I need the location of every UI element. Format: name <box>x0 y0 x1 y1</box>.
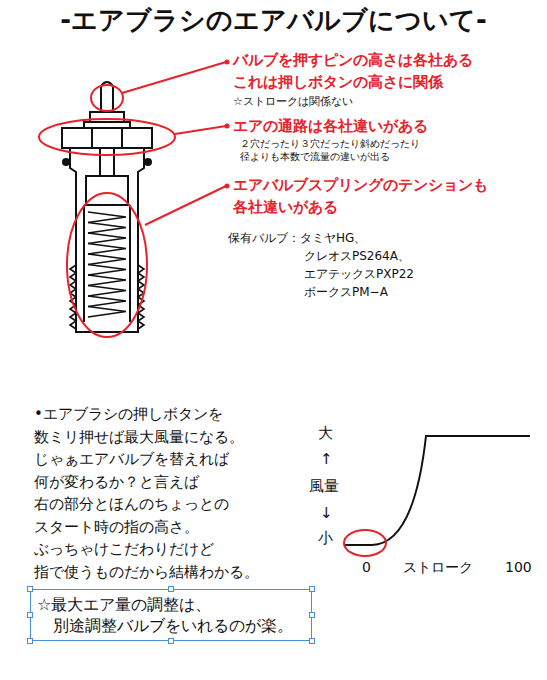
spring-coil <box>88 275 126 286</box>
valve-pin <box>101 82 113 112</box>
valve-list: ボークスPM−A <box>304 284 388 301</box>
selection-handle <box>309 586 315 592</box>
axis-label: ↓ <box>320 503 333 525</box>
spring-coil <box>88 244 126 255</box>
valve-list: 保有バルブ：タミヤHG、 <box>228 230 366 247</box>
spring-coil <box>88 286 126 297</box>
leader-dot <box>225 124 230 129</box>
selection-handle <box>309 638 315 644</box>
callout-marks <box>39 62 226 337</box>
spring-coil <box>88 307 126 318</box>
body-text: •エアブラシの押しボタンを 数ミリ押せば最大風量になる。 じゃぁエアバルブを替え… <box>34 403 271 583</box>
spring-coil <box>88 223 126 234</box>
selection-handle <box>309 612 315 618</box>
spring-coil <box>88 265 126 276</box>
air-passage <box>99 148 101 176</box>
selection-handle <box>27 612 33 618</box>
o-ring <box>144 158 152 166</box>
callout-ellipse <box>39 119 175 155</box>
note: ☆ストロークは関係ない <box>233 94 353 110</box>
neck <box>84 122 130 128</box>
note-box: ☆最大エア量の調整は、 別途調整バルブをいれるのが楽。 <box>30 589 312 641</box>
valve-list: エアテックスPXP22 <box>304 266 414 283</box>
axis-label: 小 <box>318 528 333 550</box>
selection-handle <box>168 586 174 592</box>
o-ring <box>62 158 70 166</box>
leader-line <box>175 126 226 134</box>
valve-list: クレオスPS264A、 <box>304 248 410 265</box>
callout-text: バルブを押すピンの高さは各社ある これは押しボタンの高さに関係 <box>233 49 482 93</box>
spring <box>88 212 126 317</box>
note: ２穴だったり３穴だったり斜めだったり 径よりも本数で流量の違いが出る <box>240 137 426 163</box>
callout-ellipse <box>91 85 123 111</box>
valve-housing <box>70 148 144 332</box>
air-passage <box>113 148 115 176</box>
axis-label: ↑ <box>320 449 333 471</box>
selection-handle <box>27 638 33 644</box>
leader-dots <box>225 60 230 189</box>
leader-line <box>145 186 226 225</box>
spring-coil <box>88 296 126 307</box>
spring-coil <box>88 212 126 223</box>
selection-handle <box>27 586 33 592</box>
axis-label: ストローク <box>403 557 473 577</box>
leader-dot <box>225 60 230 65</box>
title: -エアブラシのエアバルブについて- <box>0 4 547 38</box>
air-passage <box>121 128 123 148</box>
callout-text: エアの通路は各社違いがある <box>233 116 428 138</box>
flow-curve <box>345 436 530 545</box>
axis-tick: 0 <box>362 557 371 577</box>
air-passage <box>91 128 93 148</box>
spring-bore <box>129 205 131 322</box>
callout-text: エアバルブスプリングのテンションも 各社違いがある <box>233 174 497 218</box>
leader-line <box>122 62 226 93</box>
callout-ellipse <box>67 193 147 337</box>
axis-label: 大 <box>318 423 333 445</box>
valve-seat <box>86 176 128 205</box>
note-text: ☆最大エア量の調整は、 別途調整バルブをいれるのが楽。 <box>37 594 303 636</box>
collar <box>62 128 152 148</box>
spring-bore <box>83 205 85 322</box>
spring-coil <box>88 254 126 265</box>
highlight-circle <box>344 530 386 556</box>
selection-handle <box>168 638 174 644</box>
leader-dot <box>225 184 230 189</box>
pin-cap <box>90 112 124 122</box>
spring-coil <box>88 233 126 244</box>
axis-tick: 100 <box>505 557 532 577</box>
axis-label: 風量 <box>309 476 339 498</box>
